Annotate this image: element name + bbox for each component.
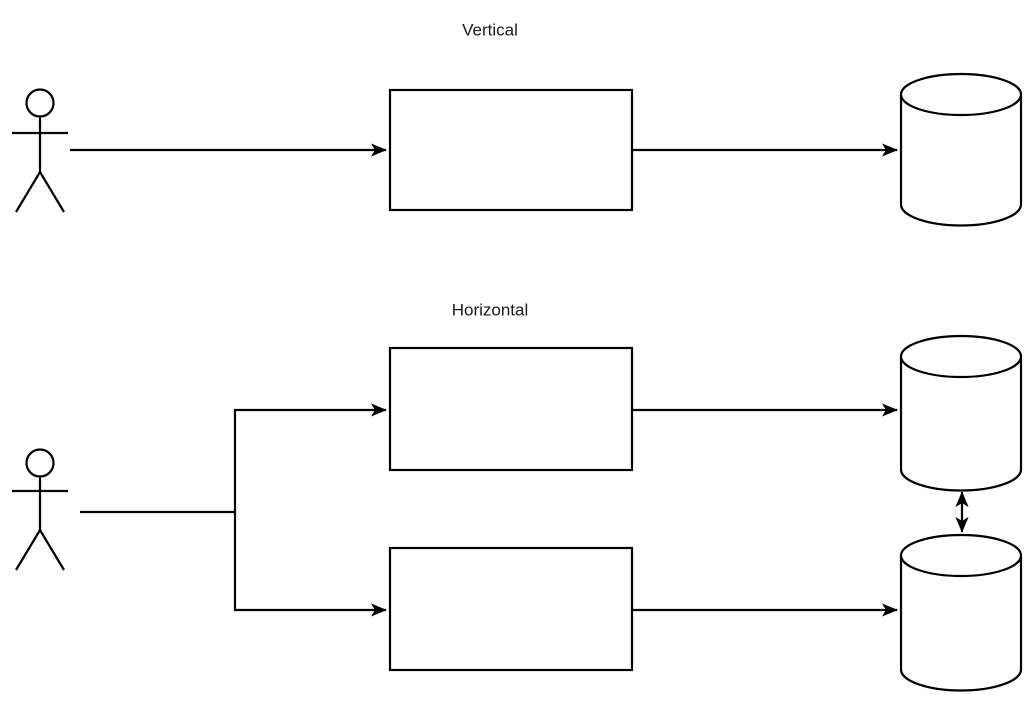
cylinder-body-icon — [899, 555, 1023, 692]
datastore-cylinder-vertical[interactable] — [899, 72, 1023, 227]
connector-branch-to-process-bottom — [233, 512, 387, 617]
section-title-horizontal: Horizontal — [452, 300, 529, 319]
section-horizontal: Horizontal — [12, 300, 1023, 692]
process-box-horizontal-top[interactable] — [388, 346, 634, 472]
section-title-vertical: Vertical — [462, 20, 518, 39]
actor-legs-icon — [15, 529, 65, 571]
actor-head-icon — [25, 448, 55, 478]
cylinder-top-icon — [899, 72, 1023, 117]
cylinder-top-icon — [899, 334, 1023, 379]
process-box-horizontal-bottom[interactable] — [388, 546, 634, 672]
actor-vertical[interactable] — [12, 88, 68, 213]
datastore-cylinder-horizontal-top[interactable] — [899, 334, 1023, 492]
actor-horizontal[interactable] — [12, 448, 68, 571]
process-box-vertical[interactable] — [388, 88, 634, 212]
cylinder-body-icon — [899, 94, 1023, 227]
datastore-cylinder-horizontal-bottom[interactable] — [899, 533, 1023, 692]
connector-branch-to-process-top — [233, 403, 387, 512]
cylinder-top-icon — [899, 533, 1023, 578]
actor-head-icon — [25, 88, 55, 118]
actor-legs-icon — [15, 171, 65, 213]
cylinder-body-icon — [899, 356, 1023, 492]
section-vertical: Vertical — [12, 20, 1023, 227]
